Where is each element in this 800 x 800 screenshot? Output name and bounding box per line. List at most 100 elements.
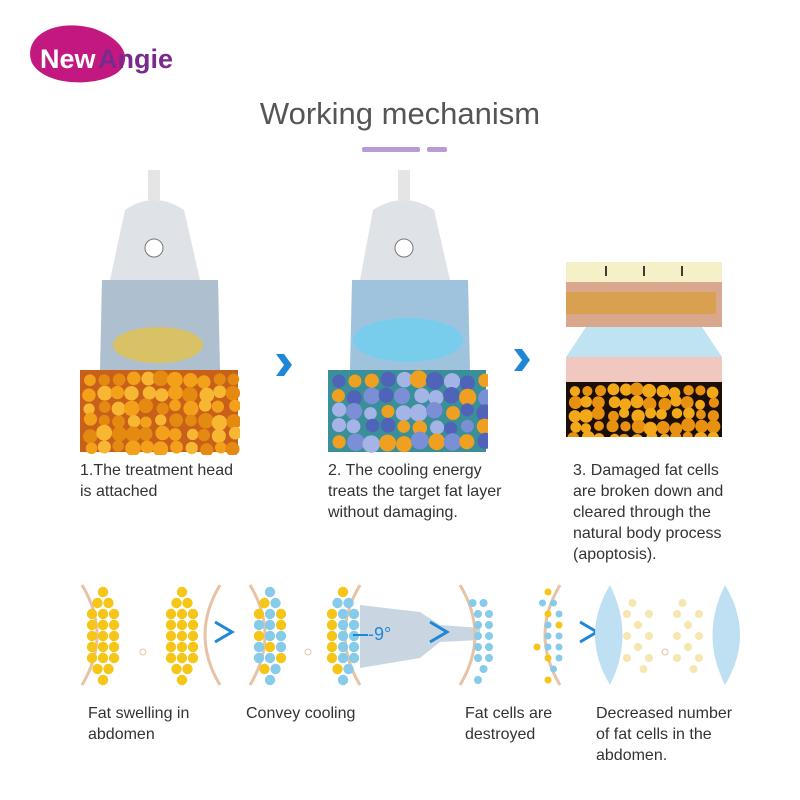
fat-cell [97,619,109,631]
cell [127,415,141,428]
process-caption-2: Convey cooling [246,705,356,722]
cell [593,420,604,431]
fat-cell [337,619,349,631]
fat-cell [474,676,482,684]
fat-cell [275,652,287,664]
fat-cell [343,663,354,675]
cell [140,440,154,454]
cell [139,427,153,441]
cell [168,385,183,400]
cell [428,433,446,451]
fat-cell [544,588,552,596]
fat-cell [673,632,681,640]
cell [211,414,228,431]
fat-cell [86,641,98,653]
fat-cell [171,663,182,675]
cell [607,383,620,396]
step3-illustration [566,262,722,447]
cell [215,441,227,454]
fat-cell [264,619,276,631]
cell [412,420,428,436]
fat-cell [479,599,488,607]
cell [591,407,605,420]
fat-cell [97,674,109,686]
fat-cell [337,586,349,598]
cell [226,414,242,430]
fat-cell [108,608,120,620]
cell [123,400,140,417]
cell [695,399,705,410]
cell [199,387,215,403]
cell [364,373,379,388]
applicator-head [360,605,480,668]
cell [155,388,169,402]
fat-cell [623,610,631,618]
cell [225,441,240,456]
fat-cell [326,608,338,620]
fat-cell [275,641,287,653]
fat-cell [264,630,276,642]
fat-cell [555,654,563,662]
fat-cell [634,621,642,629]
fat-cell [176,630,188,642]
cell [228,426,242,440]
cell [155,425,170,441]
cell [396,371,413,388]
cell [460,419,474,433]
cell [124,386,139,401]
cell [630,395,644,409]
cell [708,397,720,408]
cell [380,417,396,433]
fat-cell [485,610,493,618]
fat-cell [108,630,120,642]
cell [127,371,141,386]
fat-cell [97,641,109,653]
cell [152,441,169,457]
fat-cell [544,676,552,684]
cell [580,395,592,408]
cell [97,440,111,454]
title-underline [362,147,420,152]
fat-cell [165,608,177,620]
fat-cell [92,663,103,675]
fat-cell [645,654,653,662]
fat-cell [176,674,188,686]
cell [409,404,428,422]
cell [683,385,694,396]
step2-illustration [328,170,495,455]
fat-cell [264,641,276,653]
cell [346,390,362,406]
fat-cell [187,608,199,620]
cell [97,385,113,401]
fat-cell [474,643,482,651]
fat-cell [86,630,98,642]
fat-cell [182,663,193,675]
cell [669,422,683,435]
cell [141,371,156,386]
cell [156,402,169,415]
page-title: Working mechanism [259,96,541,131]
cell [460,403,474,417]
fat-cell [468,599,477,607]
fat-cell [259,597,270,609]
fat-cell [103,663,114,675]
fat-cell [628,599,637,607]
cell [348,374,362,388]
greater-than-icon [429,620,450,644]
cell [83,403,95,415]
cell [140,416,152,429]
cell [169,399,181,412]
cell [98,401,111,413]
cell [683,407,695,419]
greater-than-icon [214,620,235,644]
cell [656,384,670,398]
cell [428,390,444,406]
fat-cell [645,610,653,618]
cell [98,374,110,386]
fat-cell [555,610,563,618]
fat-cell [97,608,109,620]
fat-cell [343,597,354,609]
